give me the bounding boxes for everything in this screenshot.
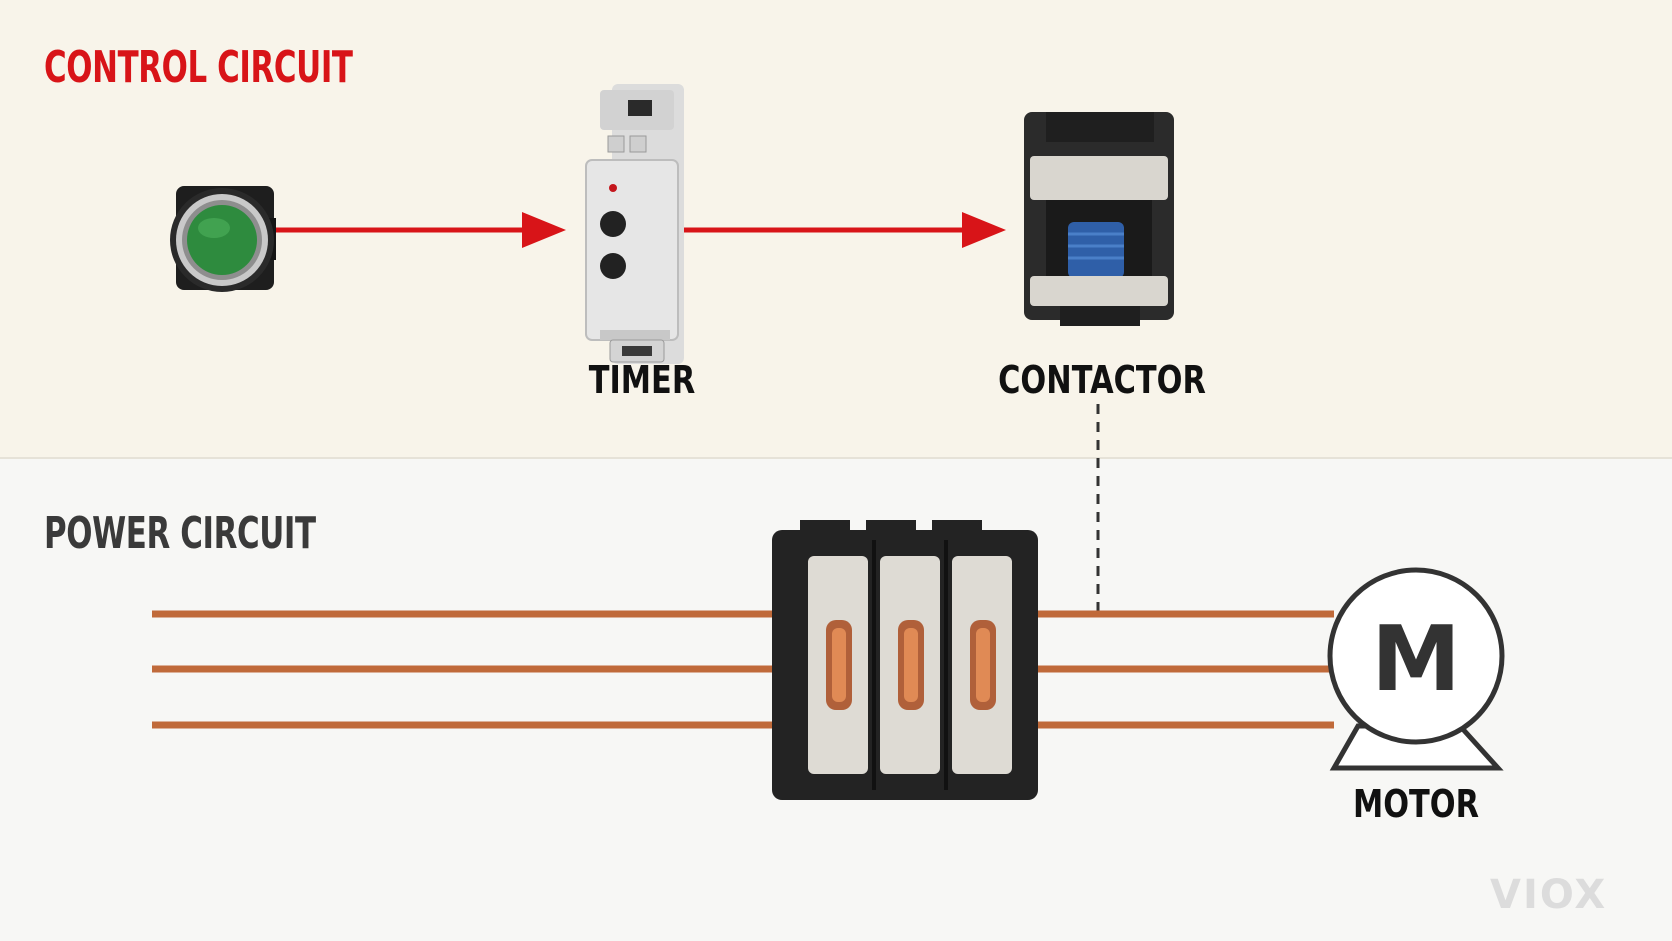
timer-relay-icon	[585, 84, 684, 364]
timer-label: TIMER	[588, 358, 696, 402]
copper-conductors	[152, 610, 1334, 729]
power-circuit-title: POWER CIRCUIT	[44, 508, 316, 559]
motor-symbol-letter: M	[1371, 607, 1461, 712]
signal-arrow-to-contactor	[684, 212, 1006, 248]
contactor-label: CONTACTOR	[998, 358, 1206, 402]
main-contacts-icon	[772, 520, 1038, 800]
push-button-icon	[170, 186, 276, 292]
control-circuit-title: CONTROL CIRCUIT	[44, 42, 353, 93]
signal-arrow-to-timer	[276, 212, 566, 248]
contactor-icon	[1024, 112, 1174, 326]
motor-symbol-icon: M	[1327, 567, 1505, 771]
motor-label: MOTOR	[1352, 782, 1480, 826]
brand-watermark: VIOX	[1490, 872, 1608, 918]
